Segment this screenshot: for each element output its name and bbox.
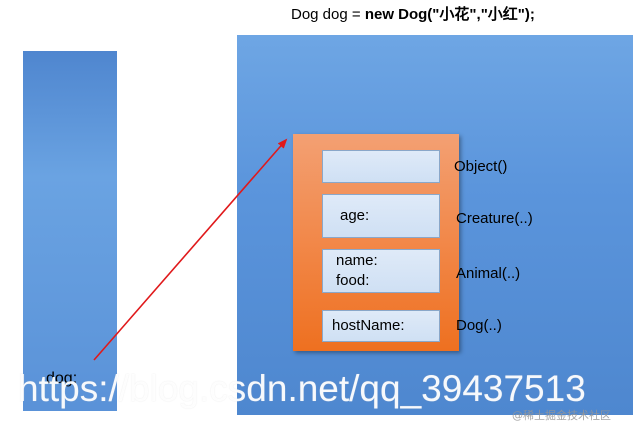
- juejin-watermark: @稀土掘金技术社区: [512, 409, 611, 422]
- name-field: name:: [336, 252, 378, 269]
- dog-slot: hostName:: [322, 310, 440, 342]
- code-new-expression: new Dog("小花","小红");: [364, 6, 535, 23]
- code-statement: Dog dog = new Dog("小花","小红");: [291, 3, 535, 24]
- age-field: age:: [340, 207, 370, 224]
- food-field: food:: [336, 272, 370, 289]
- csdn-watermark: https://blog.csdn.net/qq_39437513: [18, 368, 586, 409]
- hostname-field: hostName:: [332, 317, 405, 334]
- stack-area: [23, 51, 117, 411]
- object-slot: [322, 150, 440, 183]
- creature-constructor-label: Creature(..): [456, 210, 533, 227]
- creature-slot: age:: [322, 194, 440, 238]
- stack-variable-dog: dog:: [46, 370, 78, 387]
- dog-constructor-label: Dog(..): [456, 317, 502, 334]
- animal-constructor-label: Animal(..): [456, 265, 521, 282]
- animal-slot: name: food:: [322, 249, 440, 293]
- object-constructor-label: Object(): [454, 158, 508, 175]
- code-prefix: Dog dog =: [291, 6, 365, 23]
